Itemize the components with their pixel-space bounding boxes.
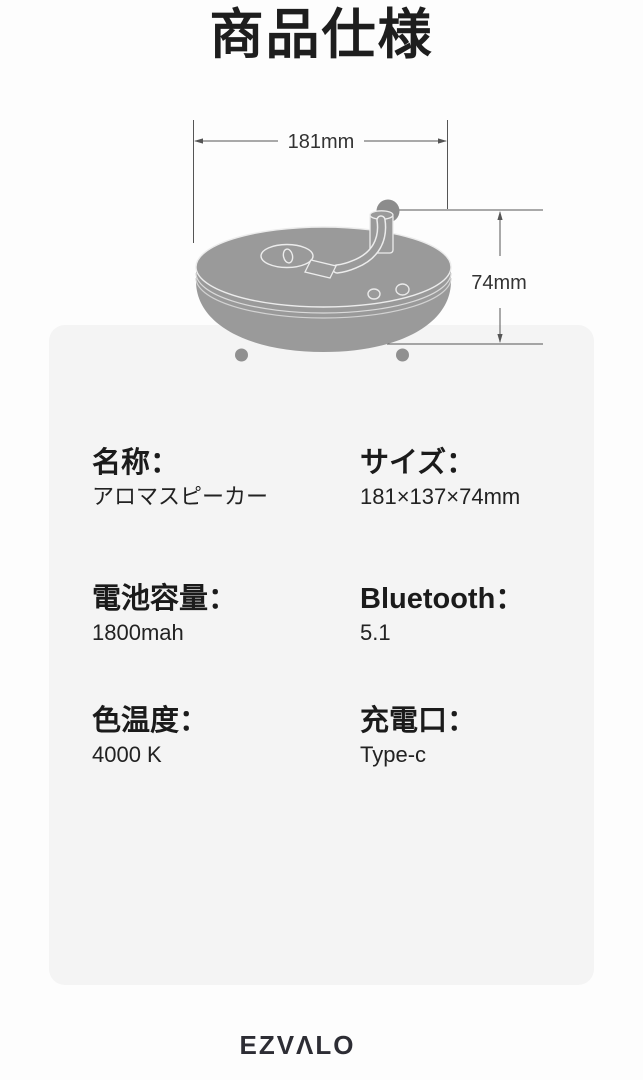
spec-value-color-temp: 4000 K [92, 742, 162, 767]
spec-value-size: 181×137×74mm [360, 484, 521, 509]
arrowhead-right-icon [438, 138, 447, 144]
height-dimension-label: 74mm [471, 272, 527, 294]
brand-logo: EZVΛLO [239, 1030, 356, 1060]
foot-right [396, 348, 409, 362]
record-label-ring [260, 243, 314, 269]
platter-rim-line-2 [195, 277, 452, 319]
tonearm-tube [333, 216, 385, 273]
spec-label-color-temp: 色温度： [92, 705, 209, 737]
product-dimension-diagram: 181mm 74mm [193, 120, 543, 362]
control-button-2 [395, 283, 410, 296]
headshell [304, 259, 337, 279]
control-button-1 [367, 288, 381, 300]
page-title: 商品仕様 [209, 5, 434, 65]
spec-label-size: サイズ： [360, 447, 476, 479]
spec-value-bluetooth: 5.1 [360, 620, 391, 645]
dimension-width: 181mm [193, 120, 448, 243]
spec-label-charging-port: 充電口： [360, 705, 477, 737]
arrowhead-down-icon [497, 334, 503, 343]
foot-left [235, 348, 248, 362]
spec-value-charging-port: Type-c [360, 742, 427, 767]
width-dimension-label: 181mm [288, 131, 355, 153]
spec-item-color-temp: 色温度： 4000 K [92, 705, 208, 768]
spec-item-battery: 電池容量： 1800mah [92, 583, 237, 646]
spec-item-charging-port: 充電口： Type-c [360, 705, 476, 768]
spec-label-bluetooth: Bluetooth： [360, 583, 525, 615]
dimension-height: 74mm [387, 209, 543, 345]
platter-rim-line-1 [195, 272, 452, 314]
spec-label-battery: 電池容量： [92, 583, 238, 615]
spec-panel [49, 325, 594, 985]
spec-item-bluetooth: Bluetooth： 5.1 [360, 583, 524, 646]
turntable-illustration [195, 199, 452, 362]
spindle [282, 248, 294, 264]
spec-label-name: 名称： [92, 447, 180, 479]
spec-value-name: アロマスピーカー [92, 484, 269, 509]
spec-item-size: サイズ： 181×137×74mm [360, 447, 520, 510]
arrowhead-left-icon [194, 138, 203, 144]
spec-item-name: 名称： アロマスピーカー [92, 447, 268, 510]
spec-value-battery: 1800mah [92, 620, 184, 645]
arrowhead-up-icon [497, 211, 503, 220]
